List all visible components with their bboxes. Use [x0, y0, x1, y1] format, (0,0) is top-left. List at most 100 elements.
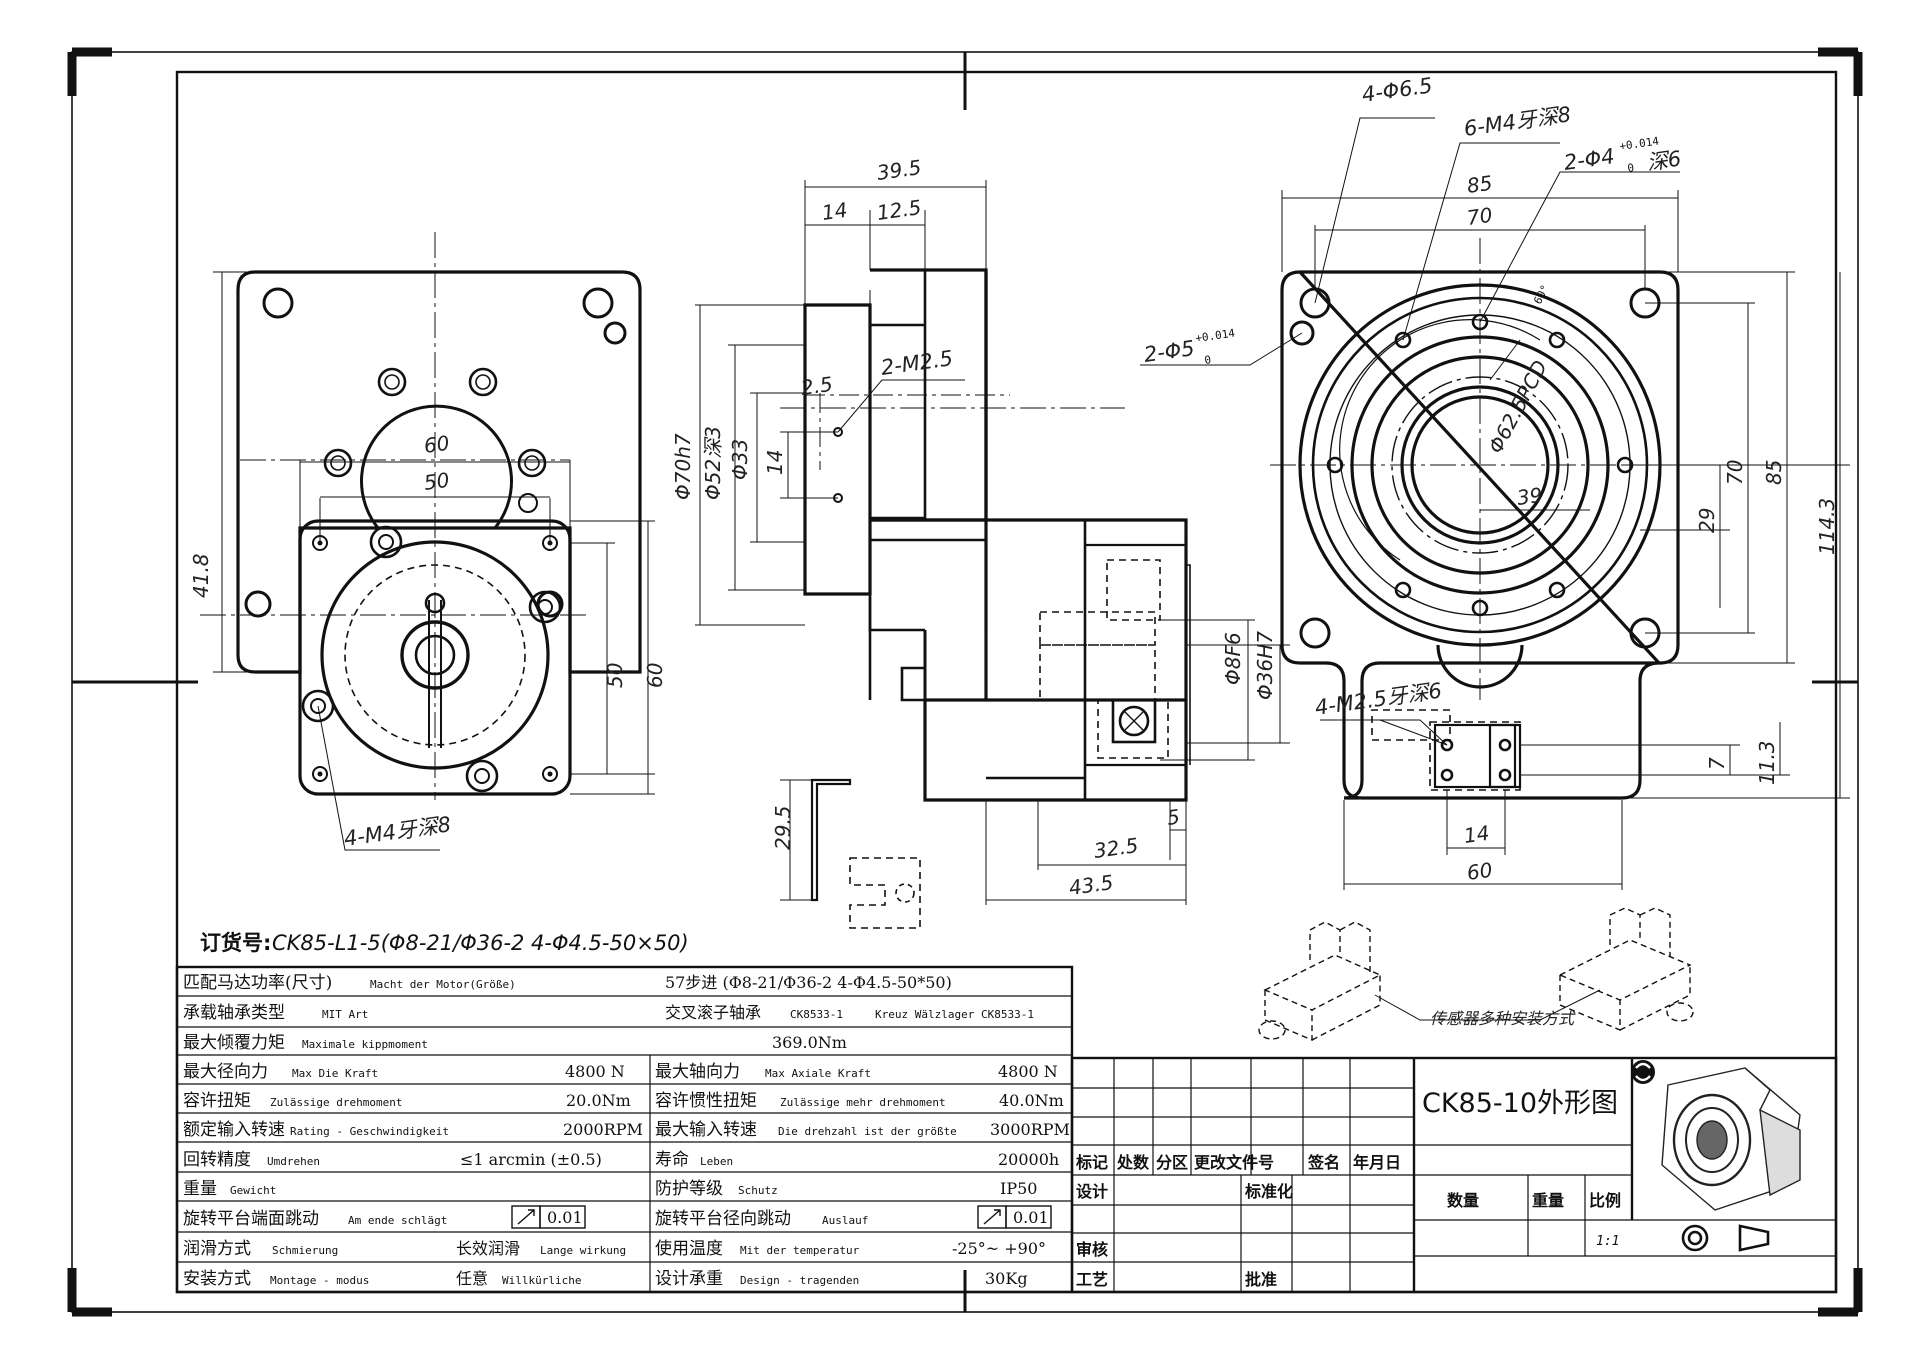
dim-39-5: 39.5 [875, 155, 922, 185]
tb-standard: 标准化 [1244, 1182, 1293, 1201]
spec-life-value: 20000h [998, 1150, 1059, 1169]
dim-phi70: Φ70h7 [671, 433, 695, 500]
spec-accuracy-value: ≤1 arcmin (±0.5) [460, 1150, 602, 1169]
spec-face-runout-cn: 旋转平台端面跳动 [183, 1209, 319, 1229]
spec-max-speed-value: 3000RPM [990, 1120, 1070, 1139]
spec-radial-de: Max Die Kraft [292, 1067, 378, 1080]
spec-lubrication-cn: 润滑方式 [183, 1239, 251, 1259]
spec-face-runout-value: 0.01 [547, 1208, 583, 1227]
dim-85-top: 85 [1465, 171, 1494, 198]
spec-axial-cn: 最大轴向力 [655, 1062, 740, 1082]
dim-32-5: 32.5 [1092, 833, 1139, 863]
spec-motor-cn: 匹配马达功率(尺寸) [183, 973, 332, 993]
spec-tilt-value: 369.0Nm [772, 1033, 847, 1052]
dim-50-vert: 50 [603, 663, 627, 688]
spec-rated-speed-de: Rating - Geschwindigkeit [290, 1125, 449, 1138]
sensor-note: 传感器多种安装方式 [1430, 1009, 1576, 1028]
spec-motor-de: Macht der Motor(Größe) [370, 978, 516, 991]
spec-mounting-de: Montage - modus [270, 1274, 369, 1287]
sensor-sketch [1258, 907, 1694, 1042]
dim-phi62-5-pcd: Φ62.5PCD [1483, 356, 1552, 457]
note-2-phi4-depth: 深6 [1645, 146, 1682, 175]
spec-protection-value: IP50 [1000, 1179, 1037, 1198]
spec-load-de: Design - tragenden [740, 1274, 859, 1287]
spec-rated-speed-cn: 额定输入转速 [183, 1120, 285, 1140]
dim-60-vert: 60 [643, 663, 667, 688]
note-4-m4: 4-M4牙深8 [342, 812, 452, 851]
spec-load-cn: 设计承重 [655, 1269, 723, 1289]
spec-torque-value: 20.0Nm [566, 1091, 631, 1110]
spec-protection-cn: 防护等级 [655, 1179, 723, 1199]
note-2-phi4-tol: +0.014 [1619, 135, 1661, 153]
dim-phi33: Φ33 [728, 439, 752, 480]
spec-lubrication-value-cn: 长效润滑 [456, 1239, 520, 1258]
spec-tilt-cn: 最大倾覆力矩 [183, 1033, 285, 1053]
tb-header-mark: 标记 [1075, 1153, 1108, 1172]
note-2-phi4-tol0: 0 [1627, 161, 1635, 175]
dim-85-right: 85 [1762, 460, 1786, 485]
order-code: CK85-L1-5(Φ8-21/Φ36-2 4-Φ4.5-50×50) [272, 931, 689, 955]
tb-title: CK85-10外形图 [1422, 1088, 1618, 1119]
dim-11-3: 11.3 [1755, 740, 1779, 785]
spec-table: 匹配马达功率(尺寸) Macht der Motor(Größe) 57步进 (… [183, 973, 1070, 1289]
dim-29-5: 29.5 [771, 805, 795, 850]
left-view [200, 232, 655, 851]
sheet-frame [67, 47, 1863, 1317]
dim-70-right: 70 [1723, 460, 1747, 485]
spec-radial-runout-value: 0.01 [1013, 1208, 1049, 1227]
spec-inertia-cn: 容许惯性扭矩 [655, 1091, 757, 1111]
spec-torque-cn: 容许扭矩 [183, 1091, 251, 1111]
dim-12-5: 12.5 [875, 195, 922, 225]
spec-mounting-value-de: Willkürliche [502, 1274, 581, 1287]
tb-scale: 比例 [1589, 1191, 1621, 1210]
spec-inertia-de: Zulässige mehr drehmoment [780, 1096, 946, 1109]
dim-39: 39 [1515, 483, 1544, 510]
spec-bearing-de: MIT Art [322, 1008, 368, 1021]
projection-symbol [1681, 1224, 1770, 1252]
dim-41-8: 41.8 [189, 553, 213, 598]
tb-header-change-doc: 更改文件号 [1194, 1153, 1274, 1172]
right-view [1140, 117, 1850, 890]
dim-60-bottom: 60 [1465, 858, 1494, 885]
dim-50-front: 50 [422, 468, 451, 495]
spec-accuracy-cn: 回转精度 [183, 1150, 251, 1170]
tb-header-date: 年月日 [1353, 1153, 1401, 1172]
spec-max-speed-cn: 最大输入转速 [655, 1120, 757, 1140]
dim-70-top: 70 [1465, 203, 1494, 230]
spec-lubrication-de: Schmierung [272, 1244, 338, 1257]
tb-header-count: 处数 [1116, 1153, 1150, 1172]
spec-life-cn: 寿命 [655, 1150, 689, 1170]
dim-60-front: 60 [422, 431, 451, 458]
tb-header-signature: 签名 [1307, 1153, 1340, 1172]
dim-phi52: Φ52深3 [701, 426, 725, 500]
tb-weight: 重量 [1532, 1191, 1564, 1210]
spec-load-value: 30Kg [985, 1269, 1028, 1288]
tb-design: 设计 [1076, 1182, 1108, 1201]
spec-tilt-de: Maximale kippmoment [302, 1038, 428, 1051]
note-2-m2-5: 2-M2.5 [879, 346, 954, 380]
product-thumbnail [1661, 1067, 1801, 1211]
company-logo [1631, 1060, 1655, 1084]
spec-radial-cn: 最大径向力 [183, 1062, 268, 1082]
spec-mounting-cn: 安装方式 [183, 1269, 251, 1289]
note-6-m4: 6-M4牙深8 [1462, 102, 1572, 141]
spec-bearing-de-value: Kreuz Wälzlager CK8533-1 [875, 1008, 1034, 1021]
dim-14-top: 14 [820, 198, 849, 225]
note-2-phi5-tol: +0.014 [1195, 327, 1237, 345]
spec-axial-value: 4800 N [998, 1062, 1058, 1081]
tb-qty: 数量 [1447, 1191, 1479, 1210]
spec-rated-speed-value: 2000RPM [563, 1120, 643, 1139]
sensor-leaders [1374, 989, 1601, 1021]
spec-weight-de: Gewicht [230, 1184, 276, 1197]
note-4-phi6-5: 4-Φ6.5 [1360, 73, 1434, 107]
middle-view [695, 180, 1290, 929]
spec-bearing-value-cn: 交叉滚子轴承 [665, 1003, 761, 1022]
tb-process: 工艺 [1076, 1270, 1108, 1289]
spec-bearing-code: CK8533-1 [790, 1008, 843, 1021]
middle-view-labels: 39.5 14 12.5 2.5 2-M2.5 Φ70h7 Φ52深3 Φ33 … [671, 155, 1277, 900]
title-block: 标记 处数 分区 更改文件号 签名 年月日 设计 标准化 审核 工艺 批准 CK… [1075, 1088, 1621, 1289]
spec-mounting-value-cn: 任意 [456, 1269, 488, 1288]
spec-protection-de: Schutz [738, 1184, 778, 1197]
spec-radial-runout-cn: 旋转平台径向跳动 [655, 1209, 791, 1229]
dim-phi36: Φ36H7 [1253, 631, 1277, 700]
